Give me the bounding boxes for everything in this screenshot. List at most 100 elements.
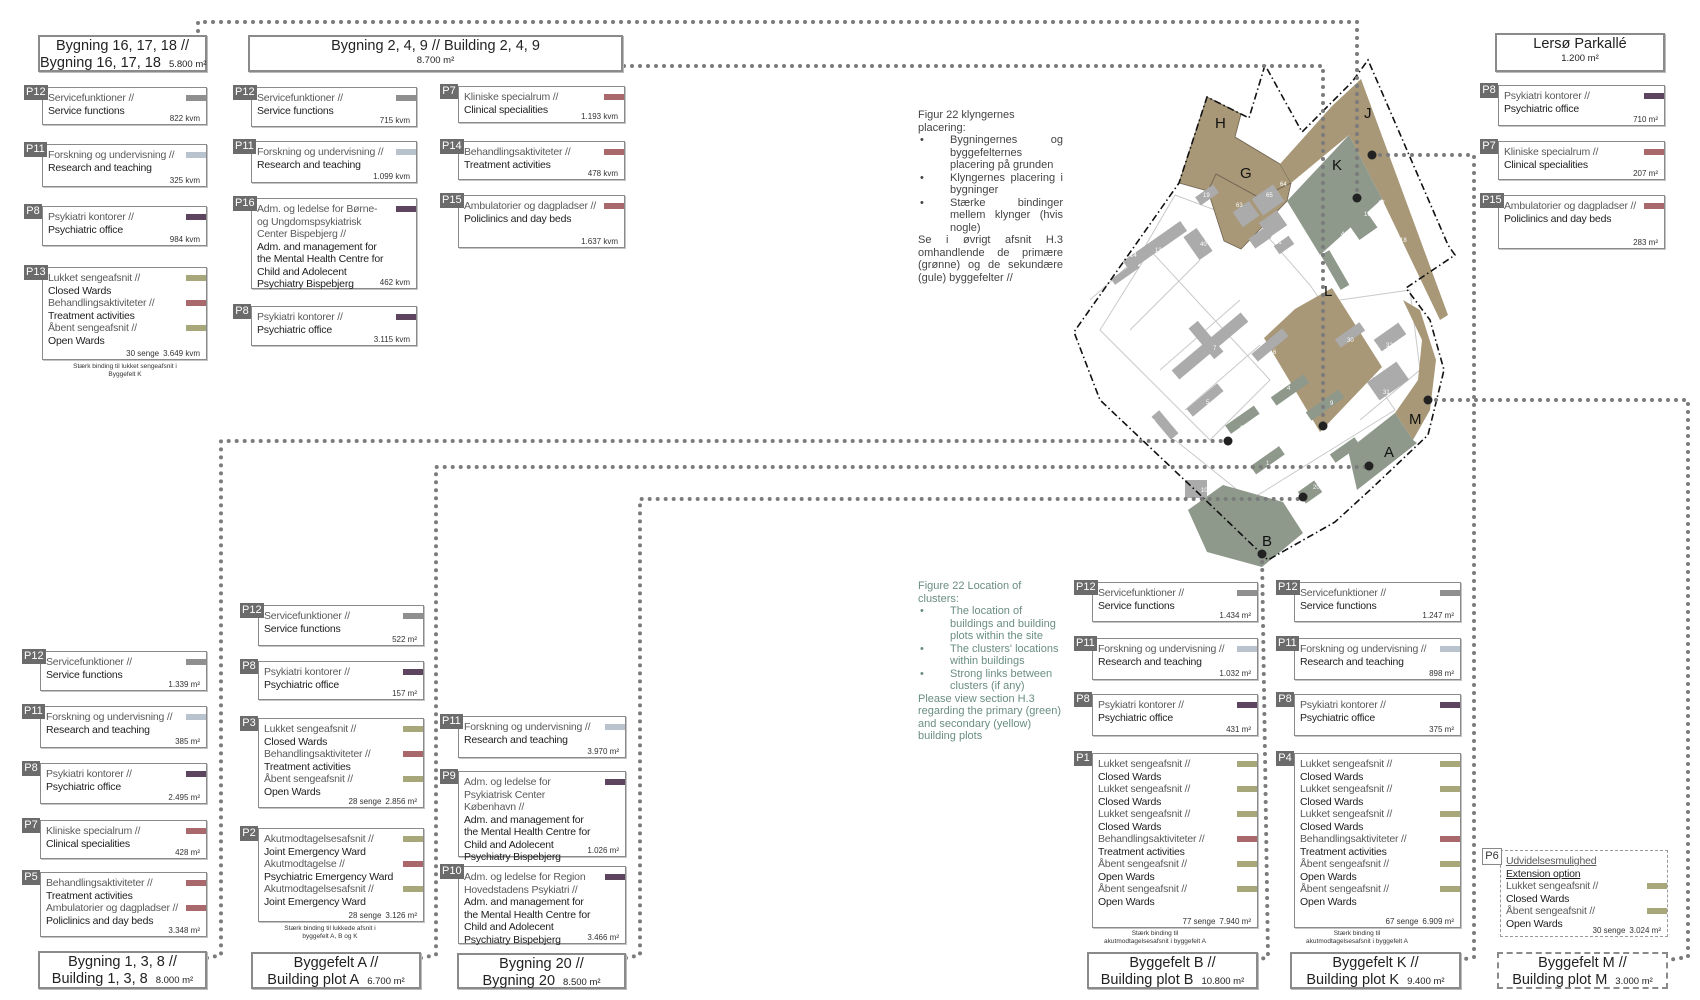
- cluster-area-row: 325 kvm: [170, 176, 200, 185]
- function-label-danish: Psykiatri kontorer //: [46, 768, 132, 780]
- cluster-id-badge: P1: [1074, 751, 1092, 766]
- function-color-swatch: [1644, 93, 1664, 99]
- plot-j: [1280, 79, 1448, 320]
- cluster-area: 1.193 kvm: [581, 112, 618, 121]
- function-label-english: Treatment activities: [1098, 845, 1185, 858]
- building-subtitle: Building 1, 3, 8: [51, 971, 148, 987]
- function-label-danish: Lukket sengeafsnit //: [264, 723, 357, 735]
- building-area: 9.400 m²: [1407, 976, 1445, 987]
- building-number: 43: [1384, 268, 1391, 274]
- caption-title: Figure 22 Location of clusters:: [918, 580, 1022, 605]
- function-entry: Psykiatri kontorer //Psychiatric office: [48, 211, 206, 236]
- link-bygning-2-4-9: [622, 64, 1325, 428]
- strong-link-note: Stærk binding til akutmodtagelsesafsnit …: [1306, 930, 1408, 945]
- function-label-danish: Ambulatorier og dagpladser //: [46, 902, 178, 914]
- cluster-id-badge: P12: [22, 649, 46, 664]
- cluster-area: 375 m²: [1429, 725, 1454, 734]
- cluster-area: 283 m²: [1633, 238, 1658, 247]
- function-entry: Forskning og undervisning //Research and…: [48, 149, 206, 174]
- function-label-danish: Forskning og undervisning //: [257, 146, 384, 158]
- function-entry: Ambulatorier og dagpladser //Policlinics…: [46, 902, 206, 927]
- building-number: 13: [1155, 248, 1162, 254]
- function-entry: Forskning og undervisning //Research and…: [46, 711, 206, 736]
- building-number: 14: [1130, 253, 1137, 259]
- building-title: Lersø Parkallé: [1533, 36, 1627, 52]
- function-label-danish: Forskning og undervisning //: [1098, 643, 1225, 655]
- function-color-swatch: [1647, 908, 1667, 914]
- strong-link-note: Stærk binding til akutmodtagelsesafsnit …: [1104, 930, 1206, 945]
- plot-label: J: [1364, 105, 1372, 122]
- function-label-danish: Lukket sengeafsnit //: [1506, 880, 1599, 892]
- building-subtitle: Bygning 20: [482, 973, 556, 989]
- cluster-area-row: 428 m²: [175, 848, 200, 857]
- building-number: 62: [1296, 252, 1303, 258]
- link-byggefelt-b: [1256, 552, 1271, 962]
- function-label-danish: Forskning og undervisning //: [464, 721, 591, 733]
- bed-count: 77 senge: [1182, 917, 1216, 926]
- link-dots: [1223, 150, 1433, 559]
- cluster-area: 431 m²: [1226, 725, 1251, 734]
- function-color-swatch: [1237, 811, 1257, 817]
- cluster-id-badge: P13: [24, 265, 48, 280]
- function-color-swatch: [403, 669, 423, 675]
- function-color-swatch: [1644, 149, 1664, 155]
- function-color-swatch: [186, 152, 206, 158]
- cluster-area: 3.348 m²: [168, 926, 200, 935]
- site-map: H G J K L M A B: [1073, 58, 1457, 567]
- function-color-swatch: [403, 776, 423, 782]
- function-color-swatch: [1440, 886, 1460, 892]
- building-area: 10.800 m²: [1201, 976, 1245, 987]
- function-color-swatch: [604, 203, 624, 209]
- function-label-danish: Kliniske specialrum //: [46, 825, 141, 837]
- function-entry: Servicefunktioner //Service functions: [1098, 587, 1257, 612]
- function-color-swatch: [186, 880, 206, 886]
- function-label-english: Joint Emergency Ward: [264, 845, 366, 858]
- function-label-danish: Psykiatri kontorer //: [264, 666, 350, 678]
- building-subtitle: Bygning 16, 17, 18: [40, 55, 161, 71]
- function-entry: Servicefunktioner //Service functions: [257, 92, 416, 117]
- cluster-id-badge: P12: [1074, 580, 1098, 595]
- link-bygning-20: [624, 497, 1305, 960]
- function-color-swatch: [1237, 761, 1257, 767]
- cluster-id-badge: P11: [1276, 636, 1299, 651]
- cluster-id-badge: P8: [22, 761, 40, 776]
- cluster-id-badge: P12: [24, 85, 48, 100]
- function-label-danish: Akutmodtagelsesafsnit //: [264, 883, 374, 895]
- function-label-danish: Servicefunktioner //: [264, 610, 350, 622]
- building-number: 9: [1330, 401, 1334, 407]
- function-color-swatch: [186, 325, 206, 331]
- link-lines: [196, 20, 1690, 962]
- function-color-swatch: [396, 95, 416, 101]
- building-area: 8.700 m²: [416, 55, 455, 66]
- function-label-danish: Forskning og undervisning //: [46, 711, 173, 723]
- function-entry: Lukket sengeafsnit //Closed Wards: [1300, 758, 1460, 783]
- function-color-swatch: [186, 714, 206, 720]
- function-entry: Kliniske specialrum //Clinical specialit…: [464, 91, 624, 116]
- function-label-danish: Servicefunktioner //: [1098, 587, 1184, 599]
- function-entry: Forskning og undervisning //Research and…: [1300, 643, 1460, 668]
- function-entry: Psykiatri kontorer //Psychiatric office: [1300, 699, 1460, 724]
- caption-title: Figur 22 klyngernes placering:: [918, 109, 1015, 134]
- cluster-area: 1.032 m²: [1219, 669, 1251, 678]
- cluster-card-body: Forskning og undervisning //Research and…: [458, 716, 626, 758]
- cluster-id-badge: P6: [1482, 848, 1502, 865]
- function-label-english: Closed Wards: [1300, 795, 1364, 808]
- function-label-english: Closed Wards: [264, 735, 328, 748]
- bed-count: 28 senge: [348, 911, 382, 920]
- cluster-area: 7.940 m²: [1219, 917, 1251, 926]
- cluster-id-badge: P8: [1480, 83, 1498, 98]
- site-boundary: [1073, 58, 1457, 561]
- cluster-area-row: 3.466 m²: [587, 933, 619, 942]
